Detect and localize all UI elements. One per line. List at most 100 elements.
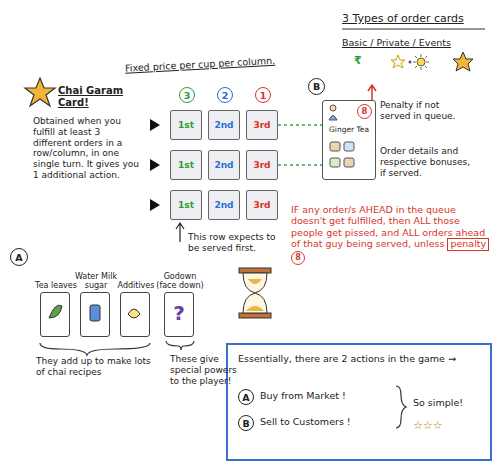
actions-text: Buy from Market ! (260, 390, 395, 402)
slot-label: 1st (178, 200, 194, 210)
dashed-link (278, 124, 322, 125)
slot-label: 1st (178, 160, 194, 170)
circle-label: 3 (184, 90, 191, 101)
penalty-arrow (368, 85, 376, 100)
penalty-coin: 8 (291, 251, 305, 265)
card-heading: Godown (face down) (156, 272, 204, 290)
circle-label: 2 (222, 90, 229, 101)
actions-text: So simple! (413, 397, 488, 409)
actions-text: Essentially, there are 2 actions in the … (238, 353, 488, 365)
number-circle: B (308, 78, 325, 95)
circle-label: A (15, 252, 22, 263)
type-symbols (417, 58, 425, 66)
row-pointers (150, 119, 160, 211)
note-text: Penalty if not served in queue. (380, 100, 472, 122)
order-slot: 1st (170, 150, 202, 180)
penalty-arrow (368, 85, 376, 100)
number-circle: A (10, 248, 28, 266)
note-text: Basic / Private / Events (342, 37, 492, 48)
hourglass (239, 268, 271, 273)
order-slot: 3rd (246, 110, 278, 140)
row-arrow (176, 223, 184, 242)
rule-note: IF any order/s AHEAD in the queue doesn'… (291, 204, 491, 265)
card-cups (330, 158, 340, 167)
note-text: ₹ (354, 54, 368, 67)
card-cups (329, 116, 337, 121)
ingredient-card: Godown (face down)? (164, 292, 194, 337)
braces (40, 343, 150, 355)
order-slot: 2nd (208, 190, 240, 220)
title-underline (342, 29, 485, 30)
type-symbols (391, 52, 473, 71)
order-slot: 3rd (246, 150, 278, 180)
note-text: Chai Garam Card! (58, 85, 136, 109)
hourglass (246, 279, 264, 311)
card-cups (330, 105, 336, 111)
note-text: Fixed price per cup per column. (125, 53, 305, 74)
circle-label: B (242, 418, 249, 429)
number-circle: A (238, 389, 254, 405)
card-cups (330, 142, 340, 151)
slot-label: 2nd (214, 200, 233, 210)
card-cups (344, 142, 354, 151)
type-symbols (391, 55, 405, 68)
mystery-mark: ? (165, 301, 193, 325)
title-underline (342, 29, 485, 30)
order-slot: 1st (170, 110, 202, 140)
row-pointers (150, 159, 160, 171)
type-symbols (413, 54, 429, 70)
ingredient-card: Water Milk sugar (80, 292, 110, 337)
actions-text: ☆☆☆ (413, 419, 488, 433)
dashed-link (278, 164, 322, 165)
actions-text: Sell to Customers ! (260, 416, 395, 428)
order-slot: 2nd (208, 150, 240, 180)
chai-star (25, 78, 55, 106)
order-slot: 1st (170, 190, 202, 220)
note-text: This row expects to be served first. (188, 232, 286, 254)
circle-label: A (242, 392, 249, 403)
ingredient-card: Tea leaves (40, 292, 70, 337)
card-heading: Tea leaves (32, 281, 80, 290)
slot-label: 3rd (253, 200, 270, 210)
card-heading: Additives (112, 281, 160, 290)
card-title: Ginger Tea (325, 126, 373, 134)
note-text: They add up to make lots of chai recipes (36, 356, 154, 378)
row-pointers (150, 119, 160, 131)
slot-label: 3rd (253, 160, 270, 170)
circle-label: 1 (260, 90, 267, 101)
hourglass (239, 268, 271, 318)
number-circle: B (238, 415, 254, 431)
actions-box: Essentially, there are 2 actions in the … (226, 343, 492, 461)
type-symbols (409, 61, 412, 64)
type-symbols (453, 52, 473, 71)
order-slot: 2nd (208, 110, 240, 140)
note-text: These give special powers to the player! (170, 354, 240, 386)
note-text: Obtained when you fulfill at least 3 dif… (33, 116, 141, 181)
number-circle: 2 (217, 87, 233, 103)
row-arrow (176, 223, 184, 242)
order-card: 8Ginger Tea (322, 100, 376, 180)
ingredient-card: Additives (120, 292, 150, 337)
braces (166, 341, 194, 350)
slot-label: 2nd (214, 160, 233, 170)
hourglass (243, 273, 267, 313)
slot-label: 1st (178, 120, 194, 130)
ingredient-icons (49, 305, 62, 318)
penalty-word: penalty (447, 238, 489, 250)
chai-star (25, 78, 55, 106)
number-circle: 1 (255, 87, 271, 103)
braces (396, 386, 406, 428)
number-circle: 3 (179, 87, 195, 103)
penalty-coin: 8 (357, 104, 372, 119)
card-cups (329, 105, 354, 167)
slot-label: 3rd (253, 120, 270, 130)
slot-label: 2nd (214, 120, 233, 130)
card-cups (344, 158, 354, 167)
note-text: 3 Types of order cards (342, 12, 492, 25)
hourglass (239, 313, 271, 318)
ingredient-icons (90, 305, 100, 321)
ingredient-icons (128, 309, 140, 318)
circle-label: B (313, 81, 320, 92)
order-slot: 3rd (246, 190, 278, 220)
row-pointers (150, 199, 160, 211)
